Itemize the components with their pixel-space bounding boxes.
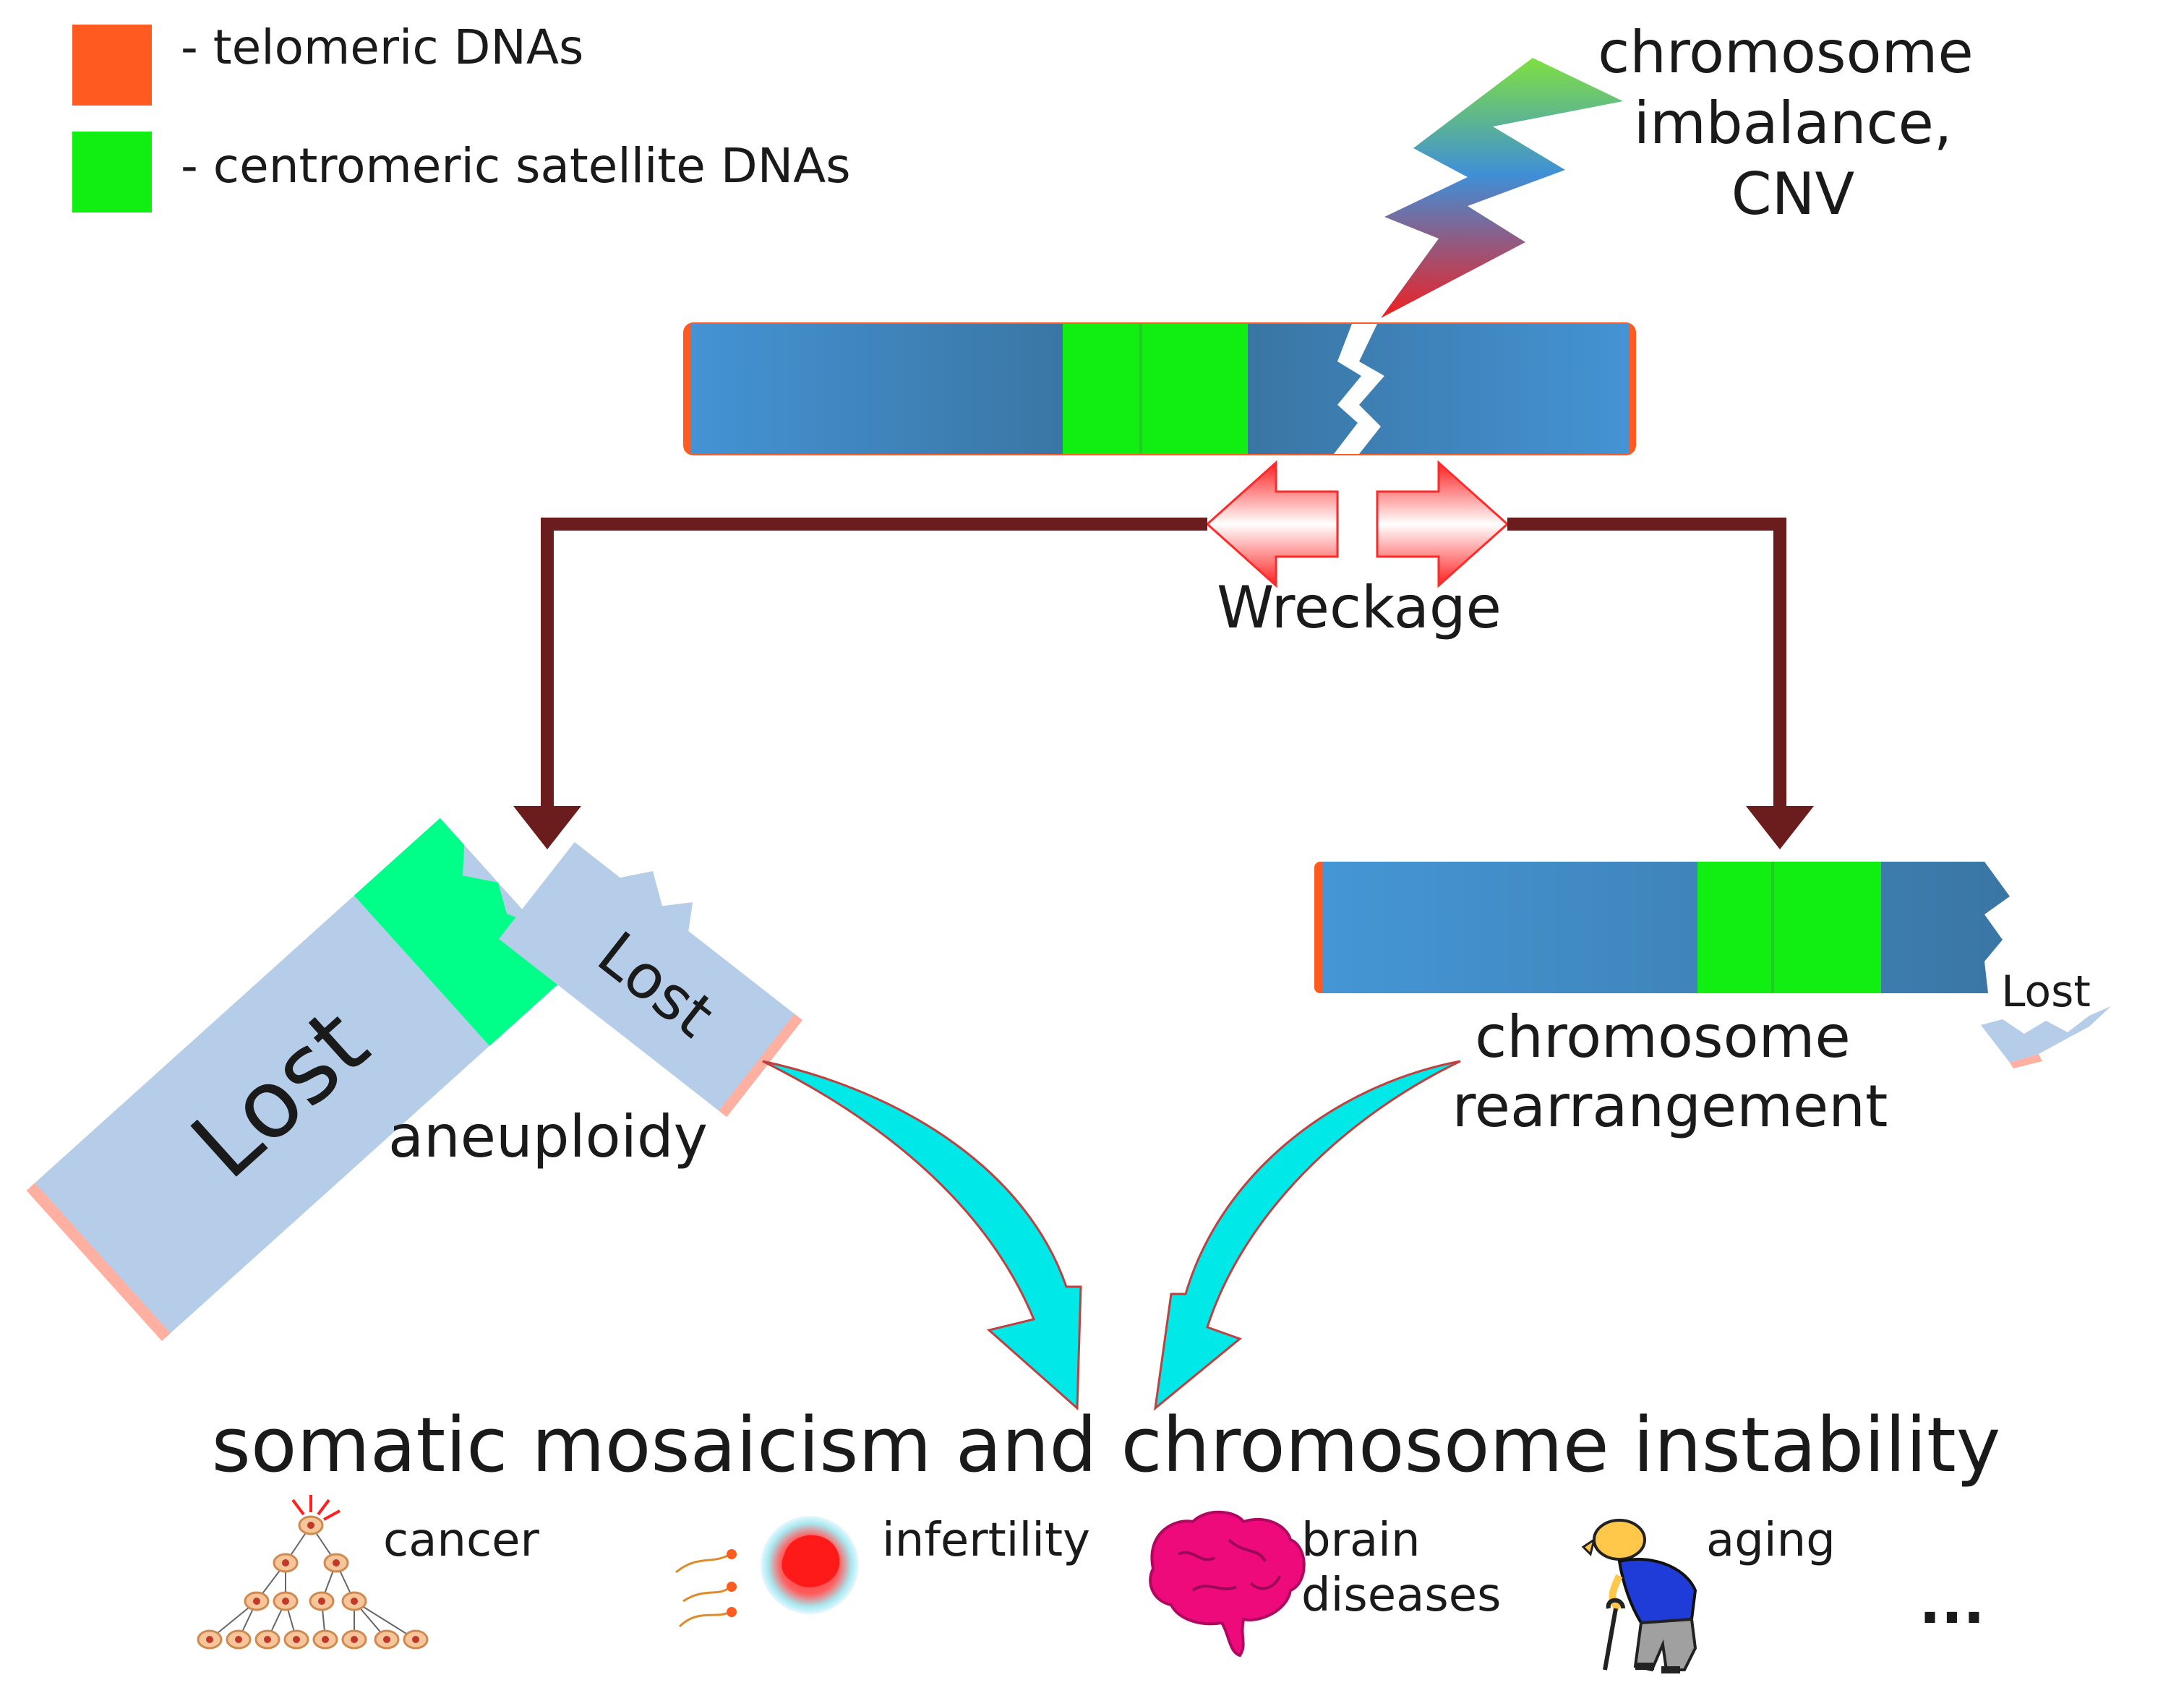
legend-swatch-telomeric (72, 25, 152, 106)
lost-fragment-centromere (354, 818, 576, 1046)
wreckage-arrow-right (1376, 460, 1509, 588)
wreckage-arrow-left (1205, 460, 1339, 588)
outcome-item-aging: aging (1581, 1514, 1836, 1673)
imbalance-line-2: imbalance, (1634, 90, 1953, 157)
aneuploidy-fragments: Lost Lost aneuploidy (26, 818, 802, 1342)
legend-swatch-centromeric (72, 132, 152, 213)
imbalance-callout: chromosome imbalance, CNV (1598, 19, 1973, 228)
legend-label-centromeric: - centromeric satellite DNAs (181, 138, 851, 194)
outcome-arrow-left (762, 1060, 1082, 1411)
outcome-label-infertility: infertility (882, 1514, 1090, 1567)
centromere-region (1063, 324, 1248, 454)
outcome-item-brain: brain diseases (1149, 1510, 1501, 1658)
cell-lineage-icon (197, 1495, 429, 1650)
outcome-label-brain-2: diseases (1301, 1569, 1501, 1622)
pathway-arrow-right-head (1746, 806, 1814, 849)
lost-label-tiny: Lost (2001, 966, 2091, 1017)
legend: - telomeric DNAs - centromeric satellite… (72, 20, 851, 213)
legend-label-telomeric: - telomeric DNAs (181, 20, 583, 75)
rearrangement-line-1: chromosome (1475, 1003, 1850, 1071)
rearranged-chromosome: Lost chromosome rearrangement (1314, 862, 2111, 1140)
rearranged-centromere (1697, 862, 1881, 993)
wreckage-label: Wreckage (1217, 574, 1502, 641)
outcome-title: somatic mosaicism and chromosome instabi… (212, 1401, 2001, 1489)
pathway-arrow-left (541, 518, 1207, 810)
outcome-label-brain-1: brain (1301, 1514, 1421, 1567)
sperm-egg-icon (675, 1516, 859, 1628)
elderly-person-icon (1581, 1519, 1697, 1673)
outcome-item-infertility: infertility (675, 1514, 1090, 1628)
outcome-arrow-right (1153, 1060, 1461, 1411)
break-point (1334, 324, 1384, 454)
lost-fragment-small (499, 841, 802, 1118)
outcome-label-cancer: cancer (383, 1514, 540, 1567)
imbalance-line-3: CNV (1731, 160, 1855, 228)
intact-chromosome (683, 322, 1636, 455)
aneuploidy-label: aneuploidy (388, 1103, 708, 1170)
wreckage-arrows: Wreckage (1205, 460, 1509, 641)
pathway-arrows (541, 518, 1786, 810)
pathway-arrow-right (1507, 518, 1786, 810)
outcome-item-cancer: cancer (197, 1495, 540, 1650)
rearrangement-line-2: rearrangement (1452, 1073, 1888, 1140)
outcome-label-aging: aging (1706, 1514, 1836, 1567)
outcome-ellipsis: ... (1919, 1569, 1984, 1637)
pathway-arrow-left-head (513, 806, 581, 849)
imbalance-line-1: chromosome (1598, 19, 1973, 86)
lost-fragment-tiny (1981, 1006, 2111, 1063)
brain-icon (1149, 1510, 1306, 1658)
lightning-bolt-icon (1381, 58, 1623, 318)
